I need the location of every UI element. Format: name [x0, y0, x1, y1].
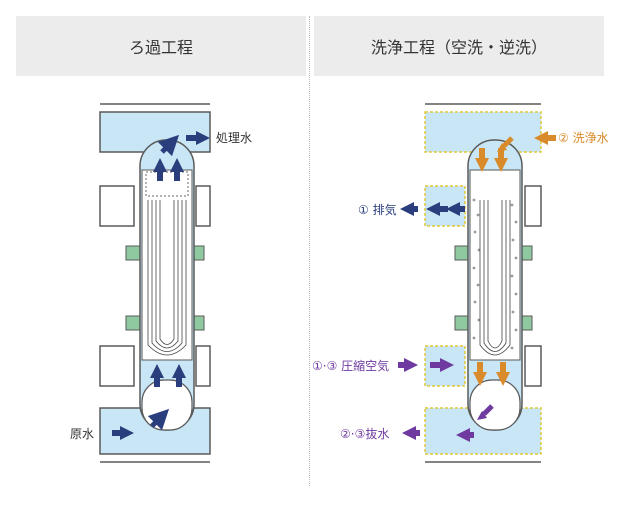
wash-water-label: ② 洗浄水 [558, 131, 609, 145]
filtration-unit [99, 103, 211, 463]
treated-water-label: 処理水 [216, 131, 252, 145]
compressed-air-label: ①·③ 圧縮空気 [312, 358, 389, 373]
drain-label: ②·③抜水 [340, 427, 389, 441]
exhaust-label: ① 排気 [358, 202, 397, 217]
raw-water-label: 原水 [70, 427, 94, 441]
washing-header: 洗浄工程（空洗・逆洗） [314, 16, 604, 76]
filtration-header: ろ過工程 [16, 16, 306, 76]
washing-unit [398, 103, 556, 463]
washing-title: 洗浄工程（空洗・逆洗） [370, 38, 547, 57]
panel-divider [309, 16, 310, 486]
filtration-title: ろ過工程 [128, 38, 193, 57]
